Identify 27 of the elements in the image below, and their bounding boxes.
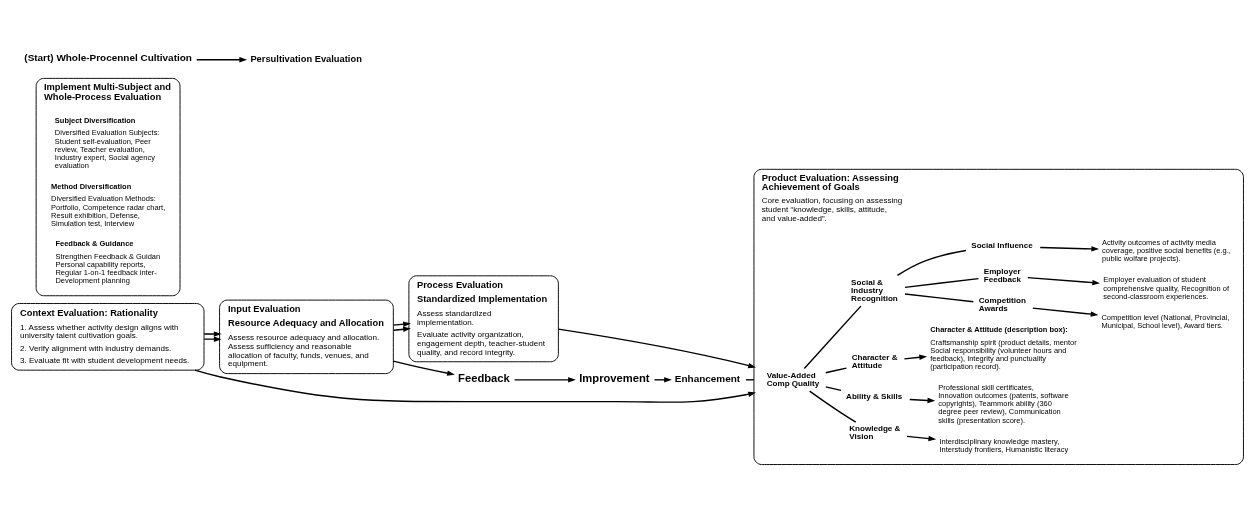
arrow <box>557 328 756 369</box>
arrow <box>513 377 576 383</box>
arrow <box>1032 307 1099 317</box>
node-text: (Start) Whole-Procennel Cultivation <box>24 52 192 64</box>
connector <box>904 293 975 303</box>
connector <box>896 249 967 277</box>
arrow <box>1027 277 1101 286</box>
arrow <box>203 331 222 337</box>
connector <box>825 386 842 392</box>
connector <box>745 379 755 381</box>
node-text: Improvement <box>579 371 650 384</box>
arrow <box>203 336 222 342</box>
node-text: Persultivation Evaluation <box>250 53 362 64</box>
node-text: Feedback <box>458 371 510 384</box>
arrow <box>392 360 455 376</box>
connector <box>803 305 862 370</box>
arrow <box>194 369 756 403</box>
arrow <box>1039 246 1100 252</box>
arrow <box>392 321 411 327</box>
arrow <box>906 435 937 442</box>
connector <box>808 390 857 423</box>
node-text: Enhancement <box>674 372 741 384</box>
connector <box>904 277 980 288</box>
arrow <box>653 377 672 383</box>
arrow <box>196 57 248 63</box>
arrow <box>909 397 936 404</box>
connector <box>825 367 848 374</box>
